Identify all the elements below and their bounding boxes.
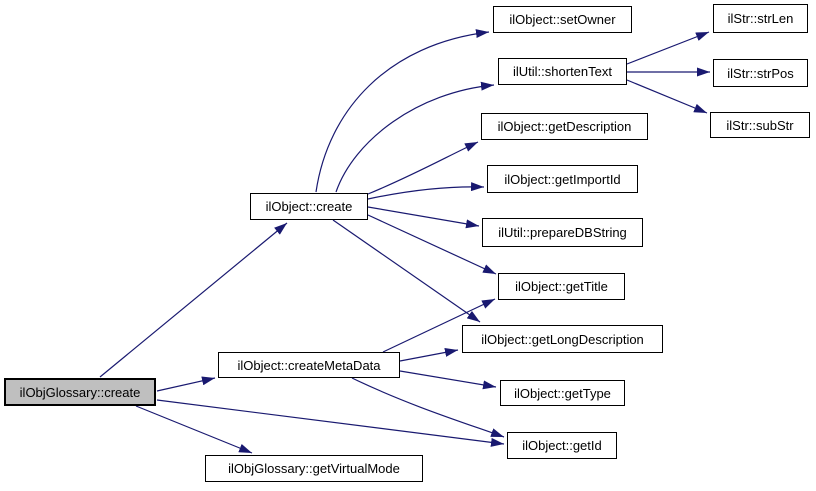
- edge-ilobject-create-to-ilobject-getdescription: [367, 141, 479, 195]
- graph-node-ilobject-getid[interactable]: ilObject::getId: [507, 432, 617, 459]
- edge-ilobject-create-to-ilutil-preparedbstring: [367, 206, 480, 229]
- graph-node-label: ilUtil::prepareDBString: [498, 225, 627, 240]
- graph-node-label: ilObjGlossary::create: [19, 384, 141, 400]
- graph-node-label: ilObject::getLongDescription: [481, 331, 644, 347]
- graph-node-ilobjglossary-create: ilObjGlossary::create: [4, 378, 156, 406]
- graph-node-label: ilObject::getImportId: [504, 171, 621, 187]
- edge-ilutil-shortentext-to-ilstr-strlen: [626, 31, 710, 65]
- graph-node-label: ilObject::getId: [522, 438, 602, 453]
- edge-ilobject-create-to-ilobject-setowner: [315, 29, 490, 193]
- edge-ilobjglossary-create-to-ilobject-create: [99, 222, 288, 378]
- edge-ilobjglossary-create-to-ilobjglossary-getvirtualmode: [135, 405, 253, 454]
- graph-node-label: ilObject::createMetaData: [237, 357, 381, 373]
- graph-node-label: ilStr::subStr: [726, 117, 794, 133]
- graph-node-ilobject-gettype[interactable]: ilObject::getType: [500, 380, 625, 406]
- graph-node-ilobject-create[interactable]: ilObject::create: [250, 193, 368, 220]
- edge-ilobject-createmetadata-to-ilobject-getid: [351, 377, 505, 438]
- graph-node-label: ilUtil::shortenText: [513, 64, 612, 79]
- graph-node-ilobject-getlongdescription[interactable]: ilObject::getLongDescription: [462, 325, 663, 353]
- graph-node-ilstr-strlen[interactable]: ilStr::strLen: [713, 4, 808, 33]
- graph-node-label: ilObject::getTitle: [515, 279, 608, 294]
- graph-node-label: ilObject::getType: [514, 385, 611, 401]
- graph-node-label: ilObject::getDescription: [497, 119, 632, 134]
- edge-ilobject-createmetadata-to-ilobject-getlongdescription: [399, 348, 459, 362]
- graph-node-ilobject-getdescription[interactable]: ilObject::getDescription: [481, 113, 648, 140]
- graph-node-ilstr-substr[interactable]: ilStr::subStr: [710, 112, 810, 138]
- graph-node-ilutil-shortentext[interactable]: ilUtil::shortenText: [498, 58, 627, 85]
- graph-node-label: ilStr::strLen: [727, 11, 794, 26]
- edge-ilobject-create-to-ilobject-getimportid: [367, 182, 485, 200]
- graph-node-ilobject-getimportid[interactable]: ilObject::getImportId: [487, 165, 638, 193]
- edge-ilobjglossary-create-to-ilobject-getid: [156, 399, 505, 447]
- edge-ilutil-shortentext-to-ilstr-substr: [626, 79, 708, 114]
- graph-node-label: ilObject::setOwner: [509, 12, 616, 27]
- graph-node-label: ilStr::strPos: [727, 65, 794, 81]
- graph-node-ilutil-preparedbstring[interactable]: ilUtil::prepareDBString: [482, 218, 643, 247]
- graph-node-label: ilObjGlossary::getVirtualMode: [228, 461, 400, 476]
- edge-ilobject-create-to-ilobject-getlongdescription: [332, 219, 481, 323]
- graph-node-ilobjglossary-getvirtualmode[interactable]: ilObjGlossary::getVirtualMode: [205, 455, 423, 482]
- edge-ilobject-create-to-ilutil-shortentext: [335, 81, 495, 193]
- graph-node-ilobject-createmetadata[interactable]: ilObject::createMetaData: [218, 352, 400, 378]
- edge-ilobject-createmetadata-to-ilobject-gettype: [399, 370, 497, 390]
- graph-node-ilstr-strpos[interactable]: ilStr::strPos: [713, 59, 808, 87]
- edge-ilobjglossary-create-to-ilobject-createmetadata: [156, 376, 216, 392]
- edge-ilobject-createmetadata-to-ilobject-gettitle: [382, 298, 496, 353]
- edge-ilobject-create-to-ilobject-gettitle: [367, 214, 497, 275]
- graph-node-ilobject-setowner[interactable]: ilObject::setOwner: [493, 6, 632, 33]
- graph-node-label: ilObject::create: [265, 199, 353, 214]
- graph-node-ilobject-gettitle[interactable]: ilObject::getTitle: [498, 273, 625, 300]
